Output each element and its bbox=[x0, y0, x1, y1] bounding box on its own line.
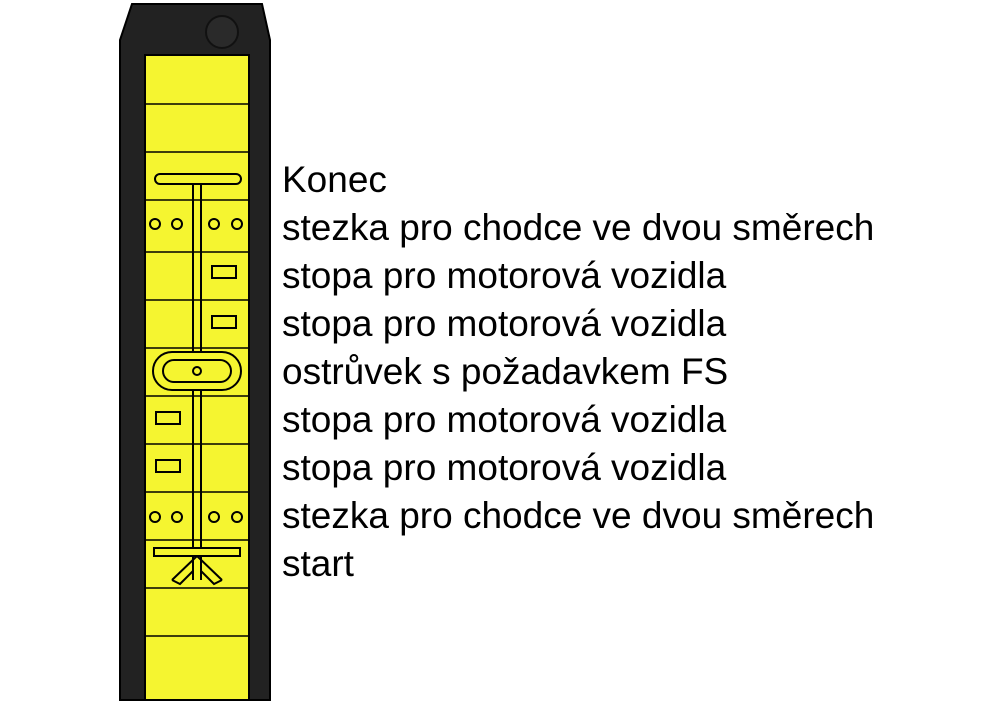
legend-label-start: start bbox=[282, 543, 354, 584]
legend-label-pedestrian-path-top: stezka pro chodce ve dvou směrech bbox=[282, 207, 875, 248]
pedestrian-dots-icon-top bbox=[149, 218, 243, 230]
legend-label-vehicle-lane-4: stopa pro motorová vozidla bbox=[282, 447, 727, 488]
start-arrow-icon bbox=[153, 547, 241, 586]
island-icon bbox=[152, 351, 242, 391]
push-button-icon[interactable] bbox=[205, 15, 239, 49]
legend-label-vehicle-lane-1: stopa pro motorová vozidla bbox=[282, 255, 727, 296]
legend-label-vehicle-lane-2: stopa pro motorová vozidla bbox=[282, 303, 727, 344]
legend-label-vehicle-lane-3: stopa pro motorová vozidla bbox=[282, 399, 727, 440]
pedestrian-dots-icon-bottom bbox=[149, 511, 243, 523]
row-separators bbox=[145, 103, 249, 637]
end-bar-icon bbox=[154, 173, 242, 352]
legend-label-island: ostrůvek s požadavkem FS bbox=[282, 351, 729, 392]
vehicle-lane-icon-right bbox=[211, 265, 237, 329]
vehicle-lane-icon-left bbox=[155, 411, 181, 473]
route-line bbox=[192, 390, 202, 548]
legend-label-pedestrian-path-bottom: stezka pro chodce ve dvou směrech bbox=[282, 495, 875, 536]
legend-label-end: Konec bbox=[282, 159, 387, 200]
tactile-face bbox=[144, 54, 250, 701]
